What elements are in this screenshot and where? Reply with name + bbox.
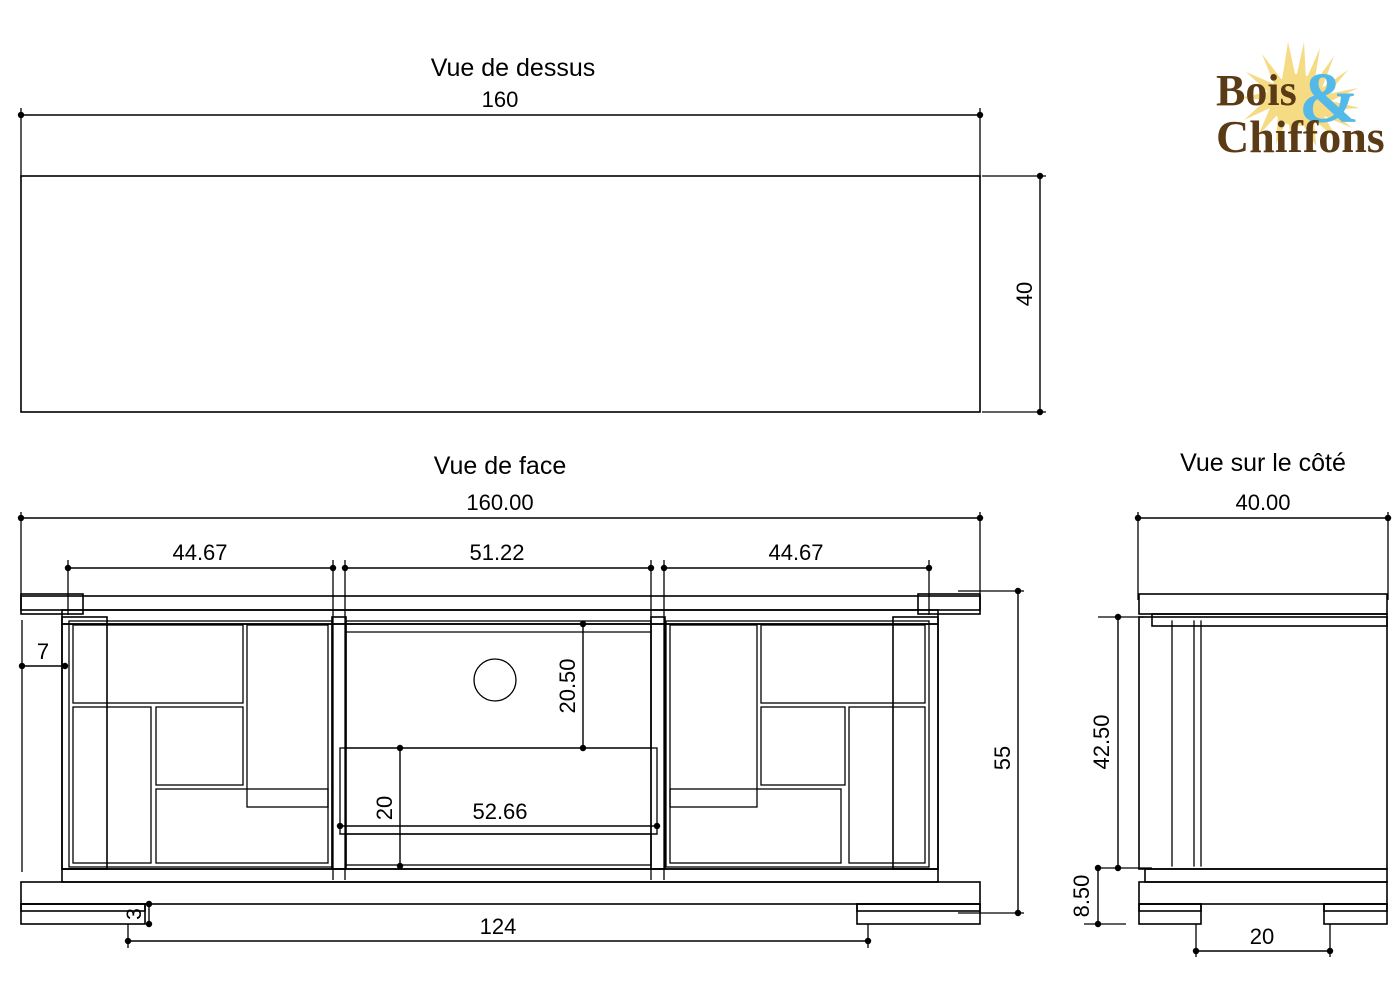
front-view: Vue de face 160.00 44.67 51.22: [17, 452, 1024, 948]
cornice-upper: [20, 595, 981, 611]
right-panel-right-tall: [848, 706, 926, 864]
side-cornice-upper: [1138, 593, 1388, 615]
side-foot-right: [1323, 903, 1388, 925]
front-view-title: Vue de face: [434, 452, 567, 480]
front-view-foot-height-dimension: 3: [123, 900, 153, 928]
knob-icon[interactable]: [473, 658, 517, 702]
plinth-upper: [61, 868, 939, 883]
right-panel-bottom: [669, 788, 842, 864]
side-carcass: [1138, 616, 1388, 870]
side-plinth-lower: [1138, 881, 1388, 905]
front-view-height-label: 55: [990, 746, 1015, 770]
logo-word-bois: Bois: [1216, 66, 1297, 115]
side-foot-left: [1138, 903, 1202, 925]
left-panel-top: [72, 624, 244, 704]
side-foot-right-reveal: [1323, 903, 1388, 912]
left-door-group[interactable]: [68, 620, 333, 868]
top-view: Vue de dessus 160 40: [17, 54, 1046, 416]
left-panel-right-tall: [246, 624, 329, 808]
side-view: Vue sur le côté 40.00: [1069, 449, 1392, 957]
right-panel-mid: [760, 706, 846, 786]
brand-logo: Bois & Chiffons: [1216, 42, 1385, 162]
side-view-body-height-label: 42.50: [1089, 714, 1114, 769]
side-view-title: Vue sur le côté: [1180, 449, 1346, 477]
side-foot-left-reveal: [1138, 903, 1202, 912]
front-view-foot-height-label: 3: [123, 908, 146, 920]
top-view-title: Vue de dessus: [431, 54, 595, 82]
left-door-frame[interactable]: [68, 620, 333, 868]
front-view-width-label: 160.00: [466, 490, 533, 515]
left-panel-bottom: [155, 788, 329, 864]
plinth-lower: [20, 881, 981, 905]
right-panel-left-tall: [669, 624, 758, 808]
front-view-foot-span-label: 124: [480, 914, 517, 939]
stile-right: [892, 616, 939, 870]
side-view-foot-dimension: 20: [1192, 924, 1334, 957]
cornice-lower: [61, 609, 939, 625]
front-view-stile-dimension: 7: [18, 620, 69, 872]
front-view-drawer-height-label: 20: [372, 796, 397, 820]
logo-ampersand: &: [1299, 58, 1359, 138]
side-plinth-upper: [1144, 868, 1388, 883]
left-panel-left-tall: [72, 706, 152, 864]
carcass-body: [61, 623, 939, 870]
top-view-outline: [20, 175, 981, 413]
side-view-base-height-dimension: 8.50: [1069, 864, 1126, 928]
foot-right-reveal: [856, 903, 981, 912]
side-cornice-lower: [1151, 613, 1388, 627]
center-section: [331, 616, 666, 870]
front-view-center-section-label: 51.22: [469, 540, 524, 565]
top-view-depth-label: 40: [1012, 282, 1037, 306]
front-view-drawer-height-dimension: 20: [372, 744, 404, 870]
side-view-cabinet: [1138, 593, 1388, 925]
front-view-door-height-dimension: 20.50: [555, 620, 587, 752]
right-panel-top: [760, 624, 926, 704]
cornice-cap-left: [20, 593, 84, 615]
mullion-right: [650, 616, 666, 870]
front-view-drawer-width-label: 52.66: [472, 799, 527, 824]
front-view-left-section-label: 44.67: [172, 540, 227, 565]
foot-right: [856, 903, 981, 925]
front-view-stile-label: 7: [37, 639, 49, 664]
cornice-cap-right: [917, 593, 981, 615]
center-lower-rail: [345, 833, 652, 866]
front-view-right-section-label: 44.67: [768, 540, 823, 565]
front-view-foot-span-dimension: 124: [124, 914, 872, 948]
side-view-body-height-dimension: 42.50: [1089, 613, 1152, 872]
right-door-frame[interactable]: [665, 620, 930, 868]
logo-word-chiffons: Chiffons: [1216, 111, 1385, 162]
mullion-left: [331, 616, 347, 870]
front-view-width-dimension: 160.00: [17, 490, 984, 600]
front-view-door-height-label: 20.50: [555, 658, 580, 713]
side-view-foot-label: 20: [1250, 924, 1274, 949]
side-view-base-height-label: 8.50: [1069, 875, 1094, 918]
side-view-depth-dimension: 40.00: [1134, 490, 1392, 600]
foot-left-reveal: [20, 903, 146, 912]
front-view-drawer-width-dimension: 52.66: [336, 799, 661, 830]
top-view-depth-dimension: 40: [982, 172, 1046, 416]
side-view-depth-label: 40.00: [1235, 490, 1290, 515]
top-view-width-label: 160: [482, 87, 519, 112]
front-view-cabinet: [20, 593, 981, 925]
right-door-group[interactable]: [665, 620, 930, 868]
center-flap-door[interactable]: [345, 620, 652, 749]
sun-icon: [1238, 42, 1360, 148]
front-view-section-dimensions: 44.67 51.22 44.67: [64, 540, 933, 880]
top-view-width-dimension: 160: [17, 87, 984, 178]
left-panel-mid: [155, 706, 244, 786]
front-view-height-dimension: 55: [958, 587, 1024, 917]
